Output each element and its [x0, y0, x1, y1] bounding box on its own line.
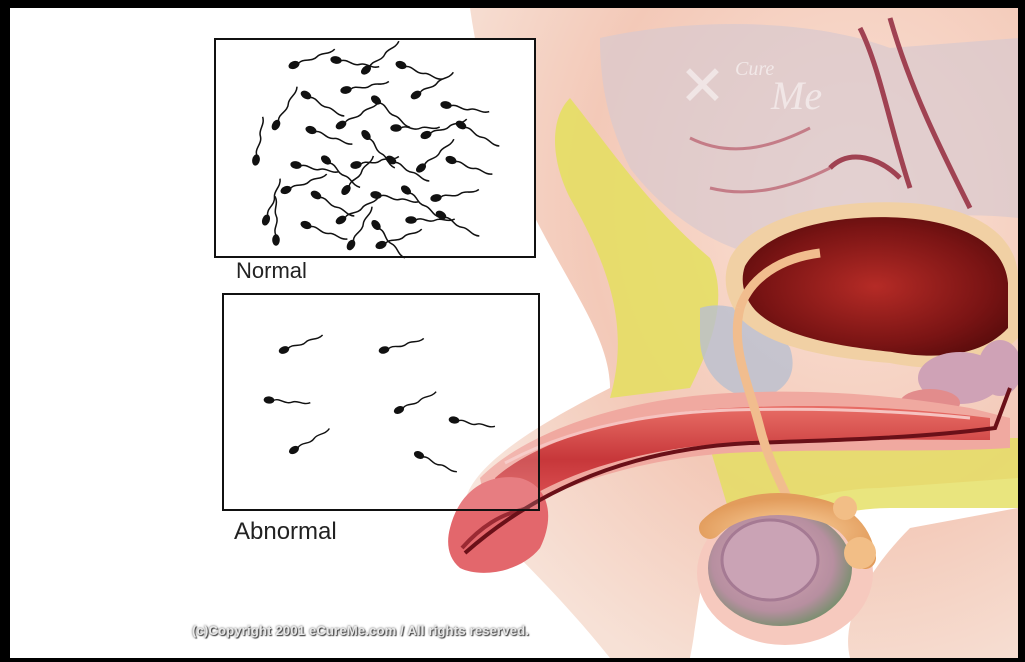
sperm-cell-icon: [304, 124, 353, 148]
normal-label: Normal: [236, 258, 307, 284]
sperm-cell-icon: [260, 178, 284, 227]
sperm-cell-icon: [454, 119, 501, 150]
abnormal-sperm-cluster: [224, 295, 538, 509]
sperm-cell-icon: [340, 79, 390, 95]
sperm-cell-icon: [288, 426, 332, 456]
sperm-cell-icon: [345, 205, 376, 252]
sperm-cell-icon: [399, 183, 442, 221]
sperm-cell-icon: [444, 154, 493, 178]
sperm-cell-icon: [279, 171, 328, 195]
sperm-cell-icon: [278, 332, 324, 355]
sperm-cell-icon: [434, 209, 481, 240]
sperm-cell-icon: [309, 189, 356, 220]
sperm-cell-icon: [319, 153, 362, 191]
sperm-cell-icon: [290, 160, 340, 176]
copyright-notice: (c)Copyright 2001 eCureMe.com / All righ…: [192, 623, 529, 638]
sperm-cell-icon: [369, 218, 407, 261]
sperm-cell-icon: [390, 124, 439, 132]
sperm-cell-icon: [430, 187, 480, 203]
sperm-cell-icon: [414, 137, 457, 175]
sperm-cell-icon: [369, 93, 412, 131]
watermark: ✕ Cure Me: [665, 46, 895, 126]
x-logo-icon: ✕: [679, 54, 726, 119]
sperm-cell-icon: [440, 100, 490, 116]
normal-sperm-cluster: [216, 40, 534, 256]
sperm-cell-icon: [359, 128, 397, 171]
sperm-cell-icon: [251, 116, 267, 166]
watermark-line2: Me: [771, 72, 822, 119]
sperm-cell-icon: [263, 396, 310, 407]
illustration-frame: ✕ Cure Me Normal Abnormal (c)Copyright 2…: [10, 8, 1018, 658]
sperm-cell-icon: [413, 449, 458, 475]
watermark-line1: Cure: [735, 58, 774, 81]
normal-sperm-panel: [214, 38, 536, 258]
sperm-cell-icon: [448, 416, 495, 431]
sperm-cell-icon: [359, 39, 402, 77]
sperm-cell-icon: [393, 389, 438, 415]
sperm-cell-icon: [409, 70, 456, 101]
sperm-cell-icon: [299, 89, 346, 120]
abnormal-label: Abnormal: [234, 518, 337, 546]
sperm-cell-icon: [378, 336, 425, 355]
sperm-cell-icon: [287, 46, 336, 70]
sperm-cell-icon: [394, 59, 443, 83]
abnormal-sperm-panel: [222, 293, 540, 511]
sperm-cell-icon: [270, 85, 301, 132]
